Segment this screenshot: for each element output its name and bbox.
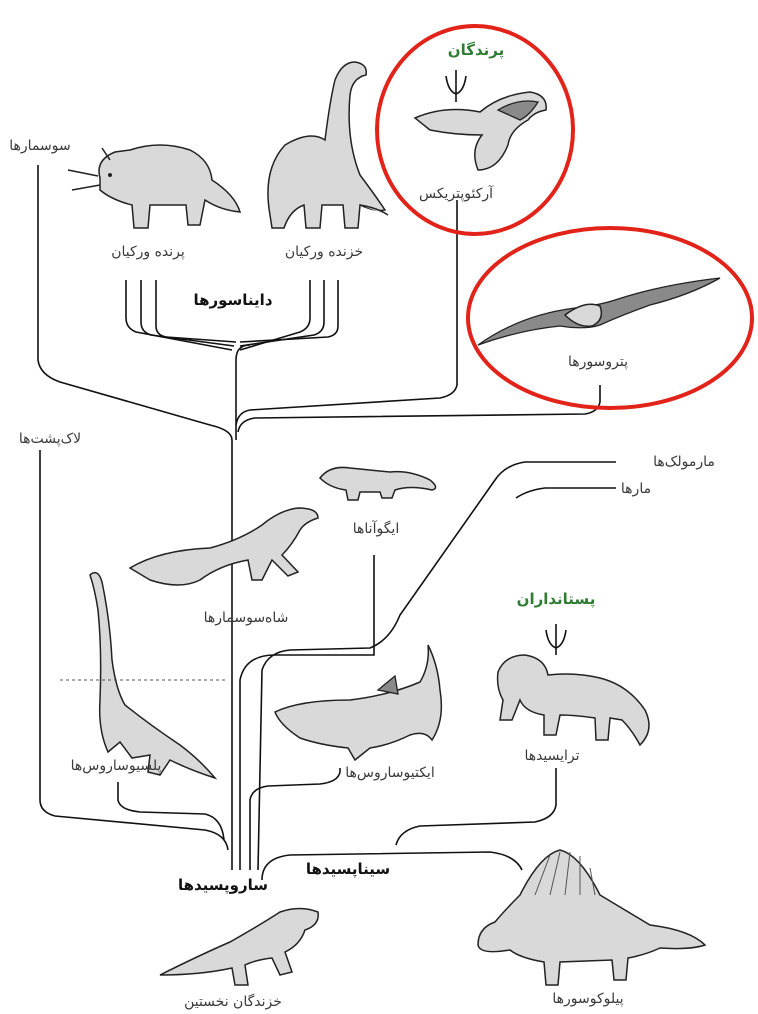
label-dinosaurs: دایناسورها: [193, 291, 272, 309]
label-stem-reptiles: خزندگان نخستین: [184, 993, 282, 1010]
label-archaeopteryx: آرکئوپتریکس: [419, 185, 494, 202]
ichthyosaur-illustration: [275, 645, 441, 760]
branch-lizards-snakes: [258, 462, 616, 870]
branch-dinosaur-stem: [236, 345, 250, 440]
label-pelycosaurs: پیلوکوسورها: [552, 991, 623, 1007]
branch-mammals-tick: [546, 624, 566, 655]
pelycosaur-illustration: [478, 850, 705, 985]
thecodont-illustration: [130, 508, 318, 585]
branch-turtles: [40, 450, 228, 850]
branch-birds: [236, 200, 457, 425]
label-turtles: لاک‌پشت‌ها: [19, 431, 81, 447]
iguana-illustration: [320, 467, 436, 500]
pterosaur-illustration: [478, 278, 720, 345]
label-therapsids: ترایسیدها: [524, 748, 579, 764]
sauropod-illustration: [268, 62, 388, 228]
label-birds: پرندگان: [448, 41, 504, 60]
label-ichthyosaurs: ایکتیوساروس‌ها: [345, 765, 434, 781]
archaeopteryx-illustration: [415, 92, 546, 170]
label-iguanas: ایگوآناها: [353, 520, 399, 537]
label-sauropsids: ساروپسیدها: [178, 876, 268, 895]
branch-synapsid-stem: [262, 852, 522, 880]
triceratops-illustration: [68, 145, 240, 228]
branch-pterosaurs: [238, 385, 600, 432]
label-ornithischia: پرنده ورکیان: [111, 244, 185, 260]
label-mammals: پستانداران: [517, 590, 596, 609]
label-plesiosaurs: پلسیوساروس‌ها: [71, 758, 162, 774]
branch-birds-tick: [446, 70, 466, 102]
label-pterosaurs: پتروسورها: [568, 354, 628, 370]
label-lizards: مارمولک‌ها: [653, 454, 715, 470]
label-saurischia: خزنده ورکیان: [285, 244, 363, 260]
label-synapsids: سیناپسیدها: [306, 860, 390, 879]
label-crocodiles: سوسمارها: [9, 138, 70, 154]
branch-ornithischia-b: [141, 280, 234, 346]
therapsid-illustration: [498, 655, 649, 745]
plesiosaur-illustration: [60, 573, 228, 778]
branch-snakes: [516, 488, 616, 498]
stem-reptile-illustration: [160, 909, 318, 986]
label-thecodonts: شاه‌سوسمارها: [204, 610, 289, 626]
label-snakes: مارها: [621, 481, 651, 497]
branch-saurischia-b: [240, 280, 324, 346]
branch-ornithischia-c: [156, 280, 236, 342]
